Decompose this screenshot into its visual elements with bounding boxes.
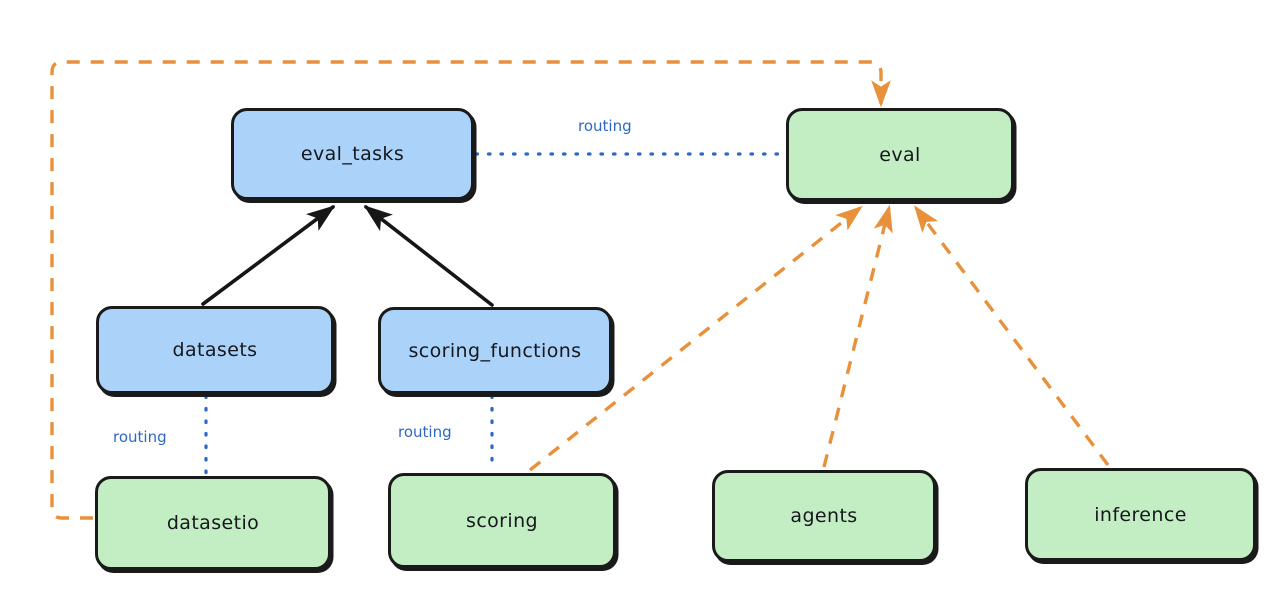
edge-inference-to-eval bbox=[913, 205, 1110, 467]
node-datasets[interactable]: datasets bbox=[96, 306, 334, 394]
edge-label-routing-scoring-functions: routing bbox=[398, 423, 452, 441]
node-label-scoring: scoring bbox=[466, 509, 538, 532]
node-datasetio[interactable]: datasetio bbox=[95, 476, 331, 570]
node-inference[interactable]: inference bbox=[1025, 468, 1256, 561]
edge-label-routing-eval-tasks: routing bbox=[578, 117, 632, 135]
node-eval-tasks[interactable]: eval_tasks bbox=[231, 108, 474, 200]
node-scoring[interactable]: scoring bbox=[388, 473, 616, 568]
node-label-eval-tasks: eval_tasks bbox=[300, 143, 405, 165]
node-label-datasets: datasets bbox=[172, 339, 258, 361]
node-label-scoring-functions: scoring_functions bbox=[408, 339, 582, 362]
node-label-datasetio: datasetio bbox=[166, 512, 260, 534]
edge-datasets-to-eval-tasks bbox=[201, 205, 336, 306]
node-eval[interactable]: eval bbox=[786, 108, 1014, 201]
edge-datasetio-to-eval bbox=[50, 60, 891, 520]
node-scoring-functions[interactable]: scoring_functions bbox=[378, 307, 612, 394]
node-agents[interactable]: agents bbox=[712, 470, 936, 562]
node-label-agents: agents bbox=[790, 505, 858, 527]
node-label-eval: eval bbox=[879, 143, 921, 166]
node-label-inference: inference bbox=[1094, 503, 1187, 526]
edge-scoring-functions-to-eval-tasks bbox=[363, 205, 494, 307]
edge-label-routing-datasets: routing bbox=[113, 428, 167, 446]
edge-agents-to-eval bbox=[822, 204, 893, 468]
